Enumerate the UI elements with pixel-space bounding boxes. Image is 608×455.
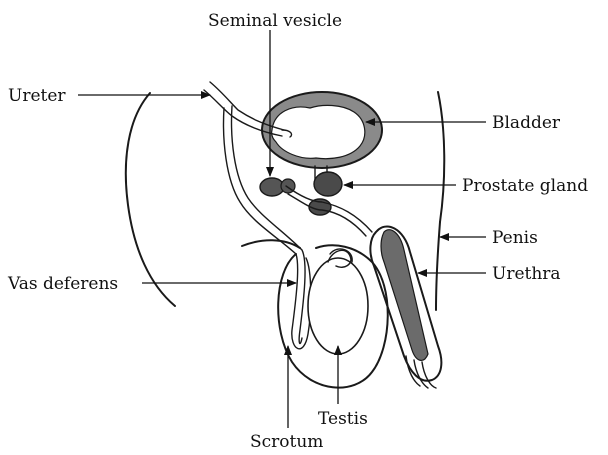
bladder xyxy=(262,92,382,184)
label-ureter: Ureter xyxy=(8,86,66,106)
label-vas-deferens: Vas deferens xyxy=(7,274,118,294)
label-prostate-gland: Prostate gland xyxy=(462,176,588,196)
bladder-cavity xyxy=(272,105,365,158)
label-testis: Testis xyxy=(318,409,368,429)
abdomen-outline xyxy=(438,92,444,222)
penis xyxy=(370,226,441,388)
label-urethra: Urethra xyxy=(492,264,561,284)
testis xyxy=(308,249,368,354)
seminal-vesicle xyxy=(260,178,284,196)
body-back-outline xyxy=(126,93,175,306)
label-bladder: Bladder xyxy=(492,113,561,133)
lower-abdomen-outline xyxy=(436,222,440,310)
urethra-shaft xyxy=(381,230,428,361)
label-scrotum: Scrotum xyxy=(250,432,323,452)
label-penis: Penis xyxy=(492,228,538,248)
thigh-outline xyxy=(242,240,300,248)
label-seminal-vesicle: Seminal vesicle xyxy=(208,11,342,31)
